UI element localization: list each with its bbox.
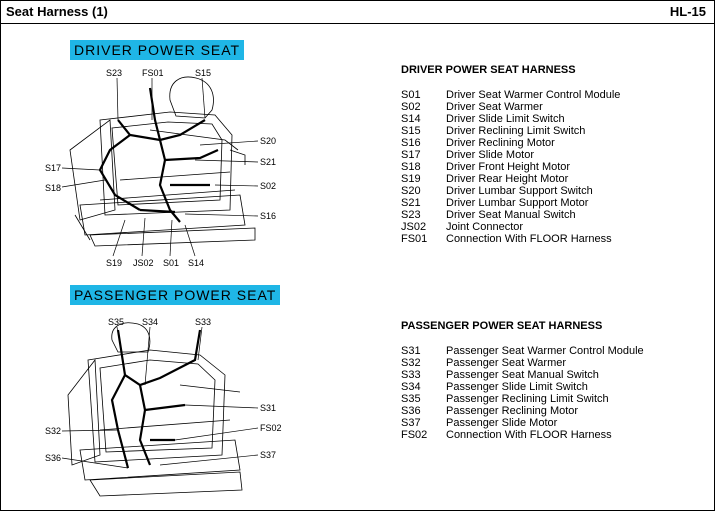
callout-s21: S21 xyxy=(260,157,277,167)
legend-row: S37 Passenger Slide Motor xyxy=(401,417,644,429)
callout-s20: S20 xyxy=(260,136,277,146)
legend-desc: Passenger Seat Warmer Control Module xyxy=(446,345,644,357)
legend-desc: Driver Lumbar Support Switch xyxy=(446,185,593,197)
callout-s35: S35 xyxy=(108,317,125,327)
legend-code: S33 xyxy=(401,369,421,381)
legend-desc: Passenger Slide Limit Switch xyxy=(446,381,588,393)
legend-row: S15 Driver Reclining Limit Switch xyxy=(401,125,620,137)
legend-desc: Driver Rear Height Motor xyxy=(446,173,569,185)
legend-row: S02 Driver Seat Warmer xyxy=(401,101,620,113)
legend-code: S16 xyxy=(401,137,421,149)
legend-code: FS02 xyxy=(401,429,428,441)
legend-desc: Passenger Seat Warmer xyxy=(446,357,567,369)
legend-row: S34 Passenger Slide Limit Switch xyxy=(401,381,644,393)
legend-code: S14 xyxy=(401,113,421,125)
legend-row: S36 Passenger Reclining Motor xyxy=(401,405,644,417)
callout-s32: S32 xyxy=(45,426,62,436)
legend-code: S34 xyxy=(401,381,421,393)
legend-desc: Driver Front Height Motor xyxy=(446,161,571,173)
legend-code: FS01 xyxy=(401,233,428,245)
legend-code: S20 xyxy=(401,185,421,197)
legend-row: FS02 Connection With FLOOR Harness xyxy=(401,429,644,441)
legend-desc: Driver Seat Warmer Control Module xyxy=(446,89,621,101)
legend-code: S32 xyxy=(401,357,421,369)
legend-code: JS02 xyxy=(401,221,427,233)
callout-s14: S14 xyxy=(188,258,205,268)
legend-desc: Joint Connector xyxy=(446,221,524,233)
legend-code: S01 xyxy=(401,89,421,101)
legend-code: S15 xyxy=(401,125,421,137)
legend-code: S35 xyxy=(401,393,421,405)
callout-s36: S36 xyxy=(45,453,62,463)
legend-row: S16 Driver Reclining Motor xyxy=(401,137,620,149)
legend-row: S31 Passenger Seat Warmer Control Module xyxy=(401,345,644,357)
callout-s31: S31 xyxy=(260,403,277,413)
passenger-harness-title: PASSENGER POWER SEAT HARNESS xyxy=(401,320,603,332)
legend-row: S14 Driver Slide Limit Switch xyxy=(401,113,620,125)
header-bar: Seat Harness (1) HL-15 xyxy=(1,1,714,24)
callout-js02: JS02 xyxy=(133,258,154,268)
legend-row: S23 Driver Seat Manual Switch xyxy=(401,209,620,221)
legend-code: S31 xyxy=(401,345,421,357)
legend-desc: Passenger Seat Manual Switch xyxy=(446,369,599,381)
callout-s15: S15 xyxy=(195,68,212,78)
legend-desc: Connection With FLOOR Harness xyxy=(446,429,612,441)
legend-desc: Driver Slide Motor xyxy=(446,149,535,161)
legend-desc: Connection With FLOOR Harness xyxy=(446,233,612,245)
callout-s01: S01 xyxy=(163,258,180,268)
legend-desc: Driver Reclining Motor xyxy=(446,137,555,149)
driver-power-seat-badge: DRIVER POWER SEAT xyxy=(70,40,245,60)
legend-desc: Driver Slide Limit Switch xyxy=(446,113,565,125)
callout-s34: S34 xyxy=(142,317,159,327)
legend-row: S19 Driver Rear Height Motor xyxy=(401,173,620,185)
legend-desc: Driver Seat Manual Switch xyxy=(446,209,576,221)
callout-s17: S17 xyxy=(45,163,62,173)
driver-legend: S01 Driver Seat Warmer Control Module S02… xyxy=(401,89,620,245)
callout-fs01: FS01 xyxy=(142,68,164,78)
legend-code: S37 xyxy=(401,417,421,429)
callout-s33: S33 xyxy=(195,317,212,327)
legend-code: S18 xyxy=(401,161,421,173)
legend-code: S23 xyxy=(401,209,421,221)
callout-s02: S02 xyxy=(260,181,277,191)
legend-code: S19 xyxy=(401,173,421,185)
callout-s18: S18 xyxy=(45,183,62,193)
callout-s23: S23 xyxy=(106,68,123,78)
passenger-power-seat-badge: PASSENGER POWER SEAT xyxy=(70,285,281,305)
legend-row: S35 Passenger Reclining Limit Switch xyxy=(401,393,644,405)
legend-desc: Driver Seat Warmer xyxy=(446,101,543,113)
legend-code: S02 xyxy=(401,101,421,113)
callout-s16: S16 xyxy=(260,211,277,221)
legend-row: S32 Passenger Seat Warmer xyxy=(401,357,644,369)
legend-row: FS01 Connection With FLOOR Harness xyxy=(401,233,620,245)
legend-code: S17 xyxy=(401,149,421,161)
legend-row: S20 Driver Lumbar Support Switch xyxy=(401,185,620,197)
legend-row: JS02 Joint Connector xyxy=(401,221,620,233)
page-title: Seat Harness (1) xyxy=(6,4,108,19)
legend-desc: Driver Lumbar Support Motor xyxy=(446,197,589,209)
legend-desc: Passenger Slide Motor xyxy=(446,417,558,429)
legend-row: S21 Driver Lumbar Support Motor xyxy=(401,197,620,209)
callout-fs02: FS02 xyxy=(260,423,282,433)
callout-s37: S37 xyxy=(260,450,277,460)
legend-desc: Passenger Reclining Motor xyxy=(446,405,579,417)
driver-harness-title: DRIVER POWER SEAT HARNESS xyxy=(401,64,576,76)
legend-row: S33 Passenger Seat Manual Switch xyxy=(401,369,644,381)
legend-row: S18 Driver Front Height Motor xyxy=(401,161,620,173)
legend-row: S17 Driver Slide Motor xyxy=(401,149,620,161)
callout-s19: S19 xyxy=(106,258,123,268)
legend-code: S36 xyxy=(401,405,421,417)
legend-desc: Driver Reclining Limit Switch xyxy=(446,125,586,137)
legend-code: S21 xyxy=(401,197,421,209)
page-code: HL-15 xyxy=(669,4,706,19)
legend-desc: Passenger Reclining Limit Switch xyxy=(446,393,609,405)
legend-row: S01 Driver Seat Warmer Control Module xyxy=(401,89,620,101)
